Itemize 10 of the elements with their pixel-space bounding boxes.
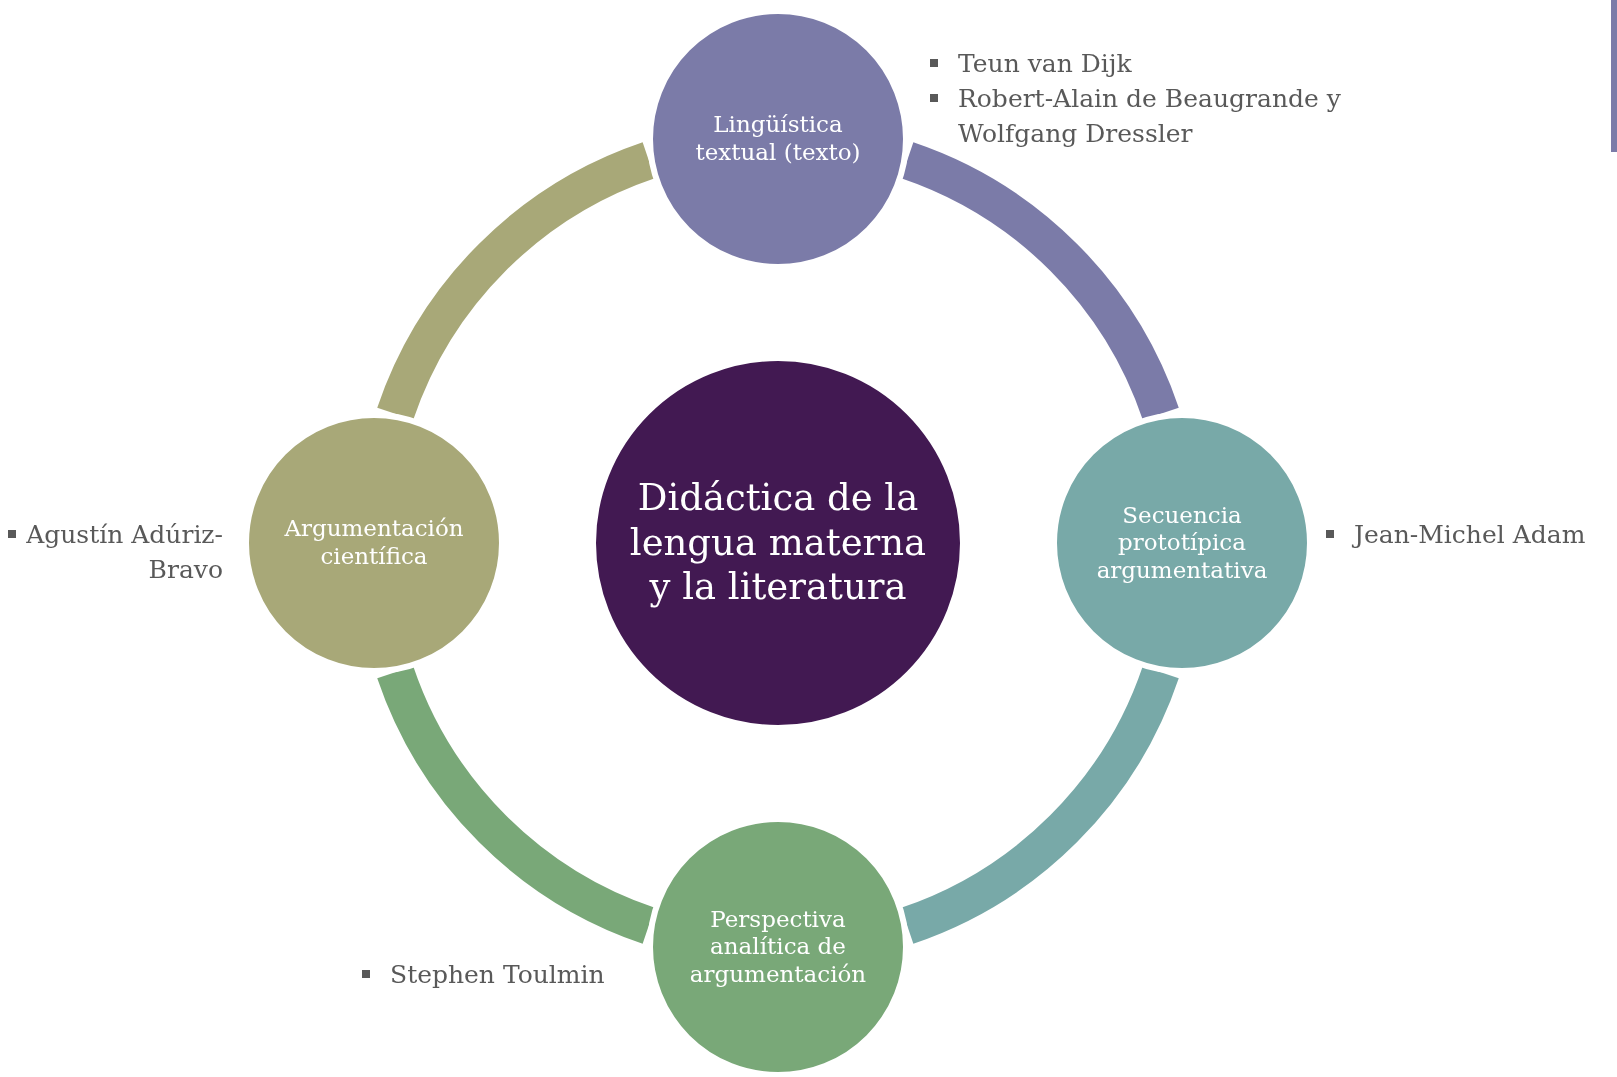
author-name: Agustín Adúriz-Bravo: [25, 519, 223, 586]
author-name: Teun van Dijk: [958, 48, 1132, 80]
author-name: Stephen Toulmin: [390, 959, 605, 991]
node-label: Didáctica de la lengua materna y la literatura: [628, 476, 928, 610]
author-name: Robert-Alain de Beaugrande y Wolfgang Dressler: [958, 83, 1342, 150]
author-name: Jean-Michel Adam: [1354, 519, 1586, 551]
node-label: Lingüística textual (texto): [694, 111, 862, 167]
node-label: Secuencia prototípica argumentativa: [1095, 501, 1269, 585]
node-label: Perspectiva analítica de argumentación: [688, 905, 868, 989]
node-label: Argumentación científica: [283, 515, 465, 571]
